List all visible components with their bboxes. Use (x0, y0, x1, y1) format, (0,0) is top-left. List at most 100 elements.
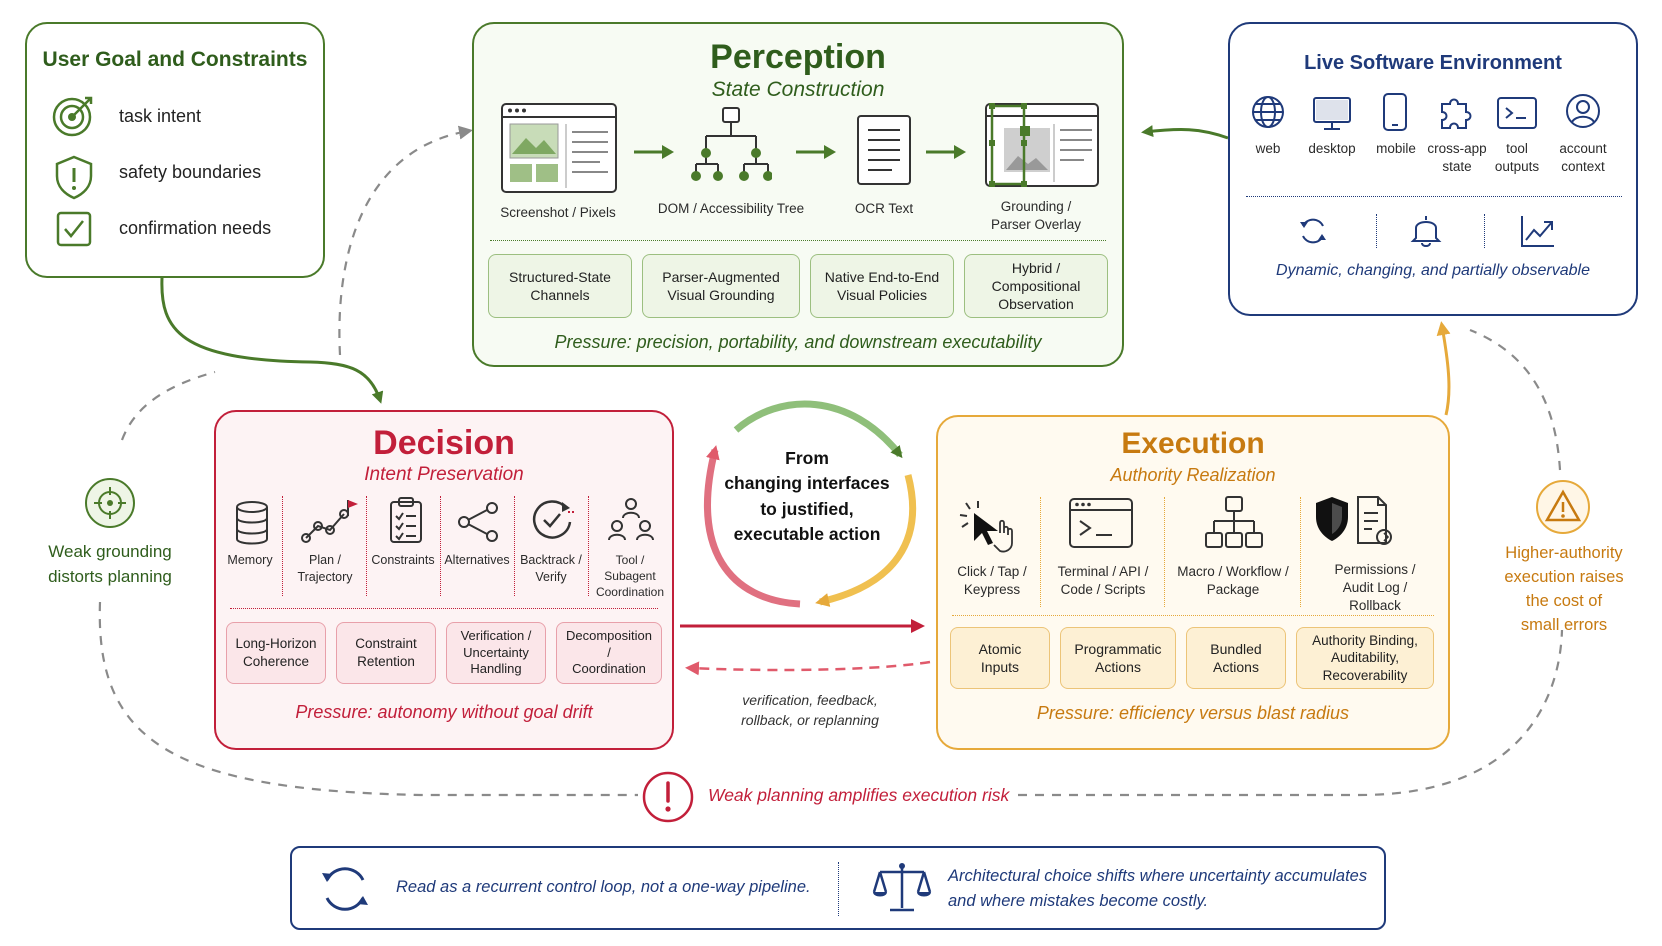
env-item-web: web (1255, 141, 1281, 156)
decision-box: Decision Intent Preservation Memory Plan… (214, 410, 674, 750)
execution-comp-terminal: Terminal / API / Code / Scripts (1057, 564, 1149, 598)
account-icon (1566, 94, 1600, 128)
screenshot-icon (501, 103, 617, 193)
terminal-icon (1497, 97, 1537, 129)
decision-comp-constraints: Constraints (371, 553, 435, 567)
cycle-arrows-icon (322, 867, 368, 911)
decision-separator (440, 496, 441, 596)
arrow-right-icon (634, 145, 674, 159)
perception-pressure: Pressure: precision, portability, and do… (554, 332, 1042, 352)
decision-comp-tool-subagent: Tool / Subagent Coordination (595, 553, 665, 600)
env-item-cross-app: cross-app state (1427, 141, 1487, 175)
env-item-mobile: mobile (1376, 141, 1416, 156)
decision-subtitle: Intent Preservation (364, 464, 524, 485)
perception-subtitle: State Construction (711, 78, 885, 101)
shield-audit-icon (1316, 496, 1392, 545)
execution-level-atomic: Atomic Inputs (950, 627, 1050, 689)
env-item-account-context: account context (1559, 141, 1607, 175)
execution-box: Execution Authority Realization Click / … (936, 415, 1450, 750)
environment-title: Live Software Environment (1304, 52, 1562, 74)
user-goal-box: User Goal and Constraints task intent sa… (25, 22, 325, 278)
stage-grounding-label: Grounding / Parser Overlay (990, 199, 1082, 233)
execution-level-programmatic: Programmatic Actions (1060, 627, 1176, 689)
warning-triangle-icon (1536, 480, 1590, 534)
balance-scale-icon (872, 863, 932, 912)
approach-hybrid: Hybrid / Compositional Observation (964, 254, 1108, 318)
document-icon (857, 115, 911, 185)
goal-to-perception-dashed-arrow (338, 125, 473, 356)
decision-challenge-decomposition: Decomposition / Coordination (556, 622, 662, 684)
loop-center-text: From changing interfaces to justified, e… (724, 448, 890, 545)
stage-ocr-label: OCR Text (854, 201, 914, 216)
approach-native-end-to-end: Native End-to-End Visual Policies (810, 254, 954, 318)
arrow-right-icon (796, 145, 836, 159)
decision-pressure: Pressure: autonomy without goal drift (295, 702, 593, 722)
execution-comp-macro: Macro / Workflow / Package (1177, 564, 1289, 598)
arrow-right-icon (926, 145, 966, 159)
checkbox-icon (56, 211, 92, 247)
decision-separator (282, 496, 283, 596)
environment-to-perception-arrow (1141, 125, 1229, 140)
note-weak-planning: Weak planning amplifies execution risk (708, 785, 1010, 805)
decision-separator (588, 496, 589, 596)
execution-pressure: Pressure: efficiency versus blast radius (1036, 703, 1350, 723)
perception-box: Perception State Construction Screenshot… (472, 22, 1124, 367)
execution-comp-click: Click / Tap / Keypress (957, 564, 1027, 598)
execution-comp-permissions: Permissions / Audit Log / Rollback (1334, 562, 1416, 614)
target-icon (52, 96, 93, 137)
terminal-window-icon (1069, 498, 1133, 548)
environment-separator (1484, 214, 1485, 248)
decision-separator (366, 496, 367, 596)
execution-level-authority: Authority Binding, Auditability, Recover… (1296, 627, 1434, 689)
goal-item-safety-boundaries: safety boundaries (119, 162, 262, 182)
cycle-arrow-orange (815, 474, 917, 607)
perception-title: Perception (710, 38, 886, 76)
goal-item-confirmation-needs: confirmation needs (119, 218, 272, 238)
user-goal-title: User Goal and Constraints (42, 48, 308, 71)
desktop-icon (1313, 97, 1351, 130)
execution-separator (1164, 497, 1165, 607)
decision-divider (230, 608, 658, 609)
shield-alert-icon (55, 155, 93, 200)
decision-title: Decision (373, 424, 515, 462)
execution-to-decision-feedback-arrow (685, 660, 931, 676)
stage-dom-label: DOM / Accessibility Tree (657, 201, 805, 216)
cycle-arrow-red (704, 445, 801, 608)
execution-level-bundled: Bundled Actions (1186, 627, 1286, 689)
right-loop-dashed-upper (1469, 328, 1562, 471)
decision-comp-memory: Memory (227, 553, 273, 567)
note-weak-grounding: Weak grounding distorts planning (48, 542, 172, 586)
exclamation-icon (642, 771, 694, 823)
trajectory-flag-icon (301, 500, 358, 543)
execution-separator (1300, 497, 1301, 607)
env-item-tool-outputs: tool outputs (1494, 141, 1540, 175)
decision-comp-backtrack: Backtrack / Verify (520, 553, 582, 584)
checklist-icon (390, 497, 422, 543)
goal-to-decision-arrow (160, 277, 384, 404)
perception-divider (490, 240, 1106, 241)
goal-item-task-intent: task intent (119, 106, 202, 126)
approach-parser-augmented: Parser-Augmented Visual Grounding (642, 254, 800, 318)
decision-challenge-verification: Verification / Uncertainty Handling (446, 622, 546, 684)
trend-chart-icon (1521, 216, 1554, 247)
left-loop-dashed-lower (98, 601, 638, 797)
grounding-overlay-icon (985, 103, 1099, 187)
decision-comp-alternatives: Alternatives (444, 553, 510, 567)
database-icon (236, 501, 268, 545)
footer-separator (838, 862, 839, 916)
footer-right-text: Architectural choice shifts where uncert… (948, 867, 1368, 910)
execution-title: Execution (1121, 427, 1265, 460)
tree-icon (691, 107, 772, 181)
environment-box: Live Software Environment web desktop mo… (1228, 22, 1638, 316)
backtrack-check-icon (532, 500, 574, 539)
share-nodes-icon (458, 502, 498, 542)
footer-box: Read as a recurrent control loop, not a … (290, 846, 1386, 930)
bottom-right-dashed (1018, 629, 1564, 797)
globe-icon (1252, 96, 1284, 128)
loop-feedback-label: verification, feedback, rollback, or rep… (741, 692, 879, 729)
execution-divider (952, 615, 1434, 616)
stage-screenshot-label: Screenshot / Pixels (500, 205, 616, 220)
decision-comp-plan: Plan / Trajectory (297, 553, 353, 584)
decision-separator (514, 496, 515, 596)
